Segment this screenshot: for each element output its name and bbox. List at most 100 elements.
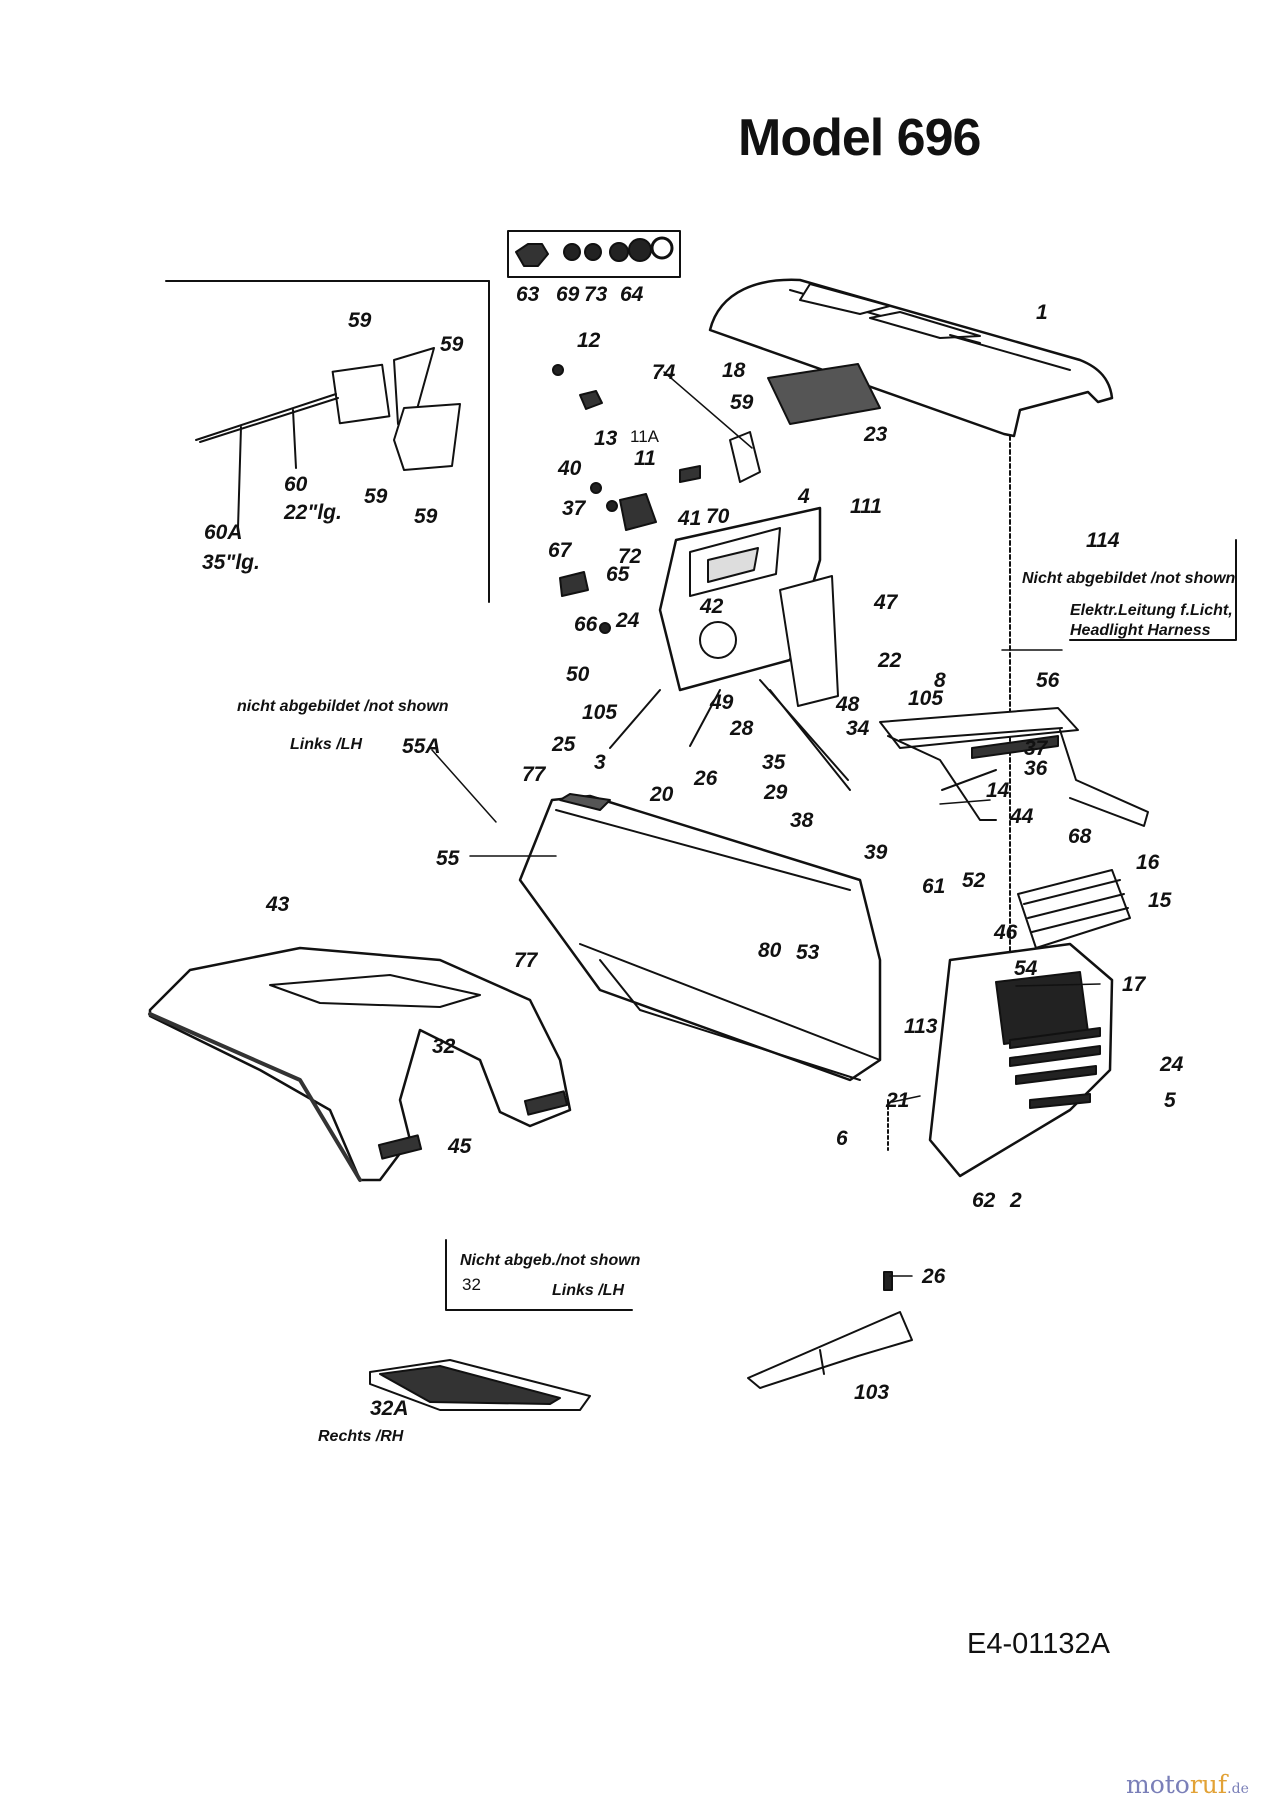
callout-62: 62 [972,1189,996,1212]
note-bracket-114 [1069,539,1237,641]
callout-20: 20 [650,783,674,806]
callout-66: 66 [574,613,598,636]
note-not-shown-114: Nicht abgebildet /not shown [1022,570,1236,587]
callout-25: 25 [552,733,576,756]
callout-63: 63 [516,283,540,306]
grille-plate-part [767,363,881,425]
callout-3: 3 [594,751,606,774]
callout-13: 13 [594,427,618,450]
leader-lines [431,371,1101,1277]
callout-59-top: 59 [348,309,372,332]
inset-bracket-parts [195,347,461,529]
callout-60a: 60A [204,521,243,544]
callout-105-left: 105 [582,701,618,724]
callout-41: 41 [678,507,702,530]
callout-29: 29 [764,781,788,804]
callout-61: 61 [922,875,946,898]
callout-73: 73 [584,283,608,306]
callout-28: 28 [730,717,754,740]
note-bracket-32 [445,1239,633,1311]
callout-56: 56 [1036,669,1060,692]
callout-74: 74 [652,361,676,384]
callout-12: 12 [577,329,601,352]
callout-77-bottom: 77 [514,949,538,972]
callout-16: 16 [1136,851,1160,874]
callout-60a-length: 35"lg. [202,551,260,574]
model-title: Model 696 [738,109,981,167]
note-harness-de: Elektr.Leitung f.Licht, [1070,602,1233,619]
key-parts-box [507,230,681,278]
front-grille-part [928,942,1114,1178]
callout-23: 23 [864,423,888,446]
callout-37: 37 [562,497,586,520]
callout-37-b: 37 [1024,737,1048,760]
watermark-main: moto [1126,1770,1190,1799]
callout-46: 46 [994,921,1018,944]
callout-67: 67 [548,539,572,562]
callout-45: 45 [448,1135,472,1158]
callout-72: 72 [618,545,642,568]
watermark-suffix: .de [1227,1781,1249,1797]
note-rechts-rh: Rechts /RH [318,1428,404,1445]
callout-55a: 55A [402,735,441,758]
callout-15: 15 [1148,889,1172,912]
callout-11a: 11A [630,427,659,446]
callout-5: 5 [1164,1089,1176,1112]
callout-32: 32 [432,1035,456,1058]
callout-54: 54 [1014,957,1038,980]
callout-44: 44 [1010,805,1034,828]
callout-26: 26 [694,767,718,790]
callout-39: 39 [864,841,888,864]
callout-4: 4 [798,485,810,508]
callout-14: 14 [986,779,1010,802]
callout-59-hood: 59 [730,391,754,414]
dash-cover-part [518,793,882,1082]
callout-40: 40 [558,457,582,480]
callout-60: 60 [284,473,308,496]
foot-plate-part [369,1359,591,1411]
callout-59-right: 59 [440,333,464,356]
fender-part [148,946,572,1182]
callout-49: 49 [710,691,734,714]
note-harness-en: Headlight Harness [1070,622,1211,639]
callout-24-right: 24 [1160,1053,1184,1076]
callout-111: 111 [850,495,882,518]
watermark-logo: motoruf.de [1126,1770,1249,1799]
callout-1: 1 [1036,301,1048,324]
shield-part [747,1099,913,1389]
callout-47: 47 [874,591,898,614]
callout-60-length: 22"lg. [284,501,342,524]
watermark-accent: ruf [1189,1770,1228,1799]
dash-panel-part [609,506,851,791]
hood-part [708,278,1114,1011]
callout-6: 6 [836,1127,848,1150]
callout-114: 114 [1086,529,1120,552]
callout-43: 43 [266,893,290,916]
callout-36: 36 [1024,757,1048,780]
tank-support-part [879,707,1149,827]
callout-55: 55 [436,847,460,870]
callout-32a: 32A [370,1397,409,1420]
headlight-lens-part [1017,869,1131,949]
callout-68: 68 [1068,825,1092,848]
note-not-shown-lh: nicht abgebildet /not shown [237,698,449,715]
inset-box-lines [165,280,490,603]
callout-18: 18 [722,359,746,382]
note-links-lh-2: Links /LH [552,1282,625,1299]
callout-2: 2 [1010,1189,1022,1212]
callout-48: 48 [836,693,860,716]
callout-80: 80 [758,939,782,962]
callout-103: 103 [854,1381,890,1404]
callout-105-right: 105 [908,687,944,710]
note-links-lh: Links /LH [290,736,363,753]
callout-70: 70 [706,505,730,528]
callout-17: 17 [1122,973,1146,996]
callout-26-shield: 26 [922,1265,946,1288]
callout-11: 11 [634,447,656,470]
callout-50: 50 [566,663,590,686]
callout-24-top: 24 [616,609,640,632]
callout-8: 8 [934,669,946,692]
callout-77-top: 77 [522,763,546,786]
callout-42: 42 [700,595,724,618]
